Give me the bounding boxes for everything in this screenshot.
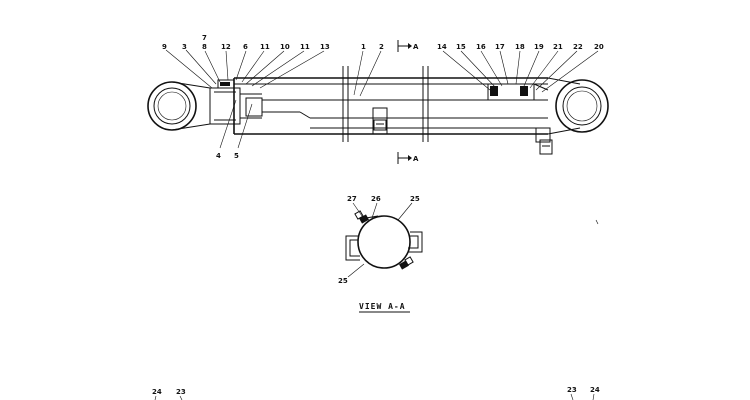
clamp-top <box>354 210 379 224</box>
part-label: 22 <box>573 43 583 51</box>
break-lines <box>342 66 429 142</box>
part-label: 15 <box>456 43 466 51</box>
bottom-left-labels: 24 23 <box>152 388 186 400</box>
part-label: 5 <box>234 152 239 160</box>
part-label: 23 <box>176 388 186 396</box>
part-label: 21 <box>553 43 563 51</box>
part-label: 4 <box>216 152 221 160</box>
section-view-aa: 27 26 25 25 VIEW A-A <box>338 195 423 313</box>
part-label: 11 <box>300 43 310 51</box>
section-letter-bottom: A <box>413 155 419 163</box>
part-labels-top: 9 3 8 7 12 6 11 10 11 13 1 2 14 15 16 17… <box>162 34 604 51</box>
section-marker-bottom: A <box>397 152 419 164</box>
part-label: 6 <box>243 43 248 51</box>
section-label: 26 <box>371 195 381 203</box>
part-label: 19 <box>534 43 544 51</box>
section-label: 27 <box>347 195 357 203</box>
part-label: 17 <box>495 43 505 51</box>
leader-lines <box>165 49 599 149</box>
section-label: 25 <box>410 195 420 203</box>
part-label: 24 <box>152 388 162 396</box>
part-label: 14 <box>437 43 447 51</box>
part-label: 24 <box>590 386 600 394</box>
cylinder-tube <box>233 77 549 135</box>
section-marker-top: A <box>397 40 419 52</box>
part-label: 8 <box>202 43 207 51</box>
part-label: 9 <box>162 43 167 51</box>
bottom-right-labels: 23 24 <box>567 386 600 400</box>
view-title: VIEW A-A <box>359 302 406 311</box>
section-letter-top: A <box>413 43 419 51</box>
part-label: 7 <box>202 34 207 42</box>
part-label: 10 <box>280 43 290 51</box>
part-label: 2 <box>379 43 384 51</box>
part-label: 23 <box>567 386 577 394</box>
part-label: 16 <box>476 43 486 51</box>
rod-gland <box>209 79 263 125</box>
part-label: 13 <box>320 43 330 51</box>
rod-eye-left <box>147 81 211 131</box>
mount-bracket <box>372 107 388 135</box>
clamp-bottom <box>399 256 414 270</box>
part-label: 3 <box>182 43 187 51</box>
part-label: 11 <box>260 43 270 51</box>
head-eye-right <box>535 77 609 155</box>
part-label: 20 <box>594 43 604 51</box>
part-labels-bottom: 4 5 <box>216 152 239 160</box>
part-label: 12 <box>221 43 231 51</box>
part-label: 1 <box>361 43 366 51</box>
stray-mark <box>595 219 599 225</box>
part-label: 18 <box>515 43 525 51</box>
section-label: 25 <box>338 277 348 285</box>
